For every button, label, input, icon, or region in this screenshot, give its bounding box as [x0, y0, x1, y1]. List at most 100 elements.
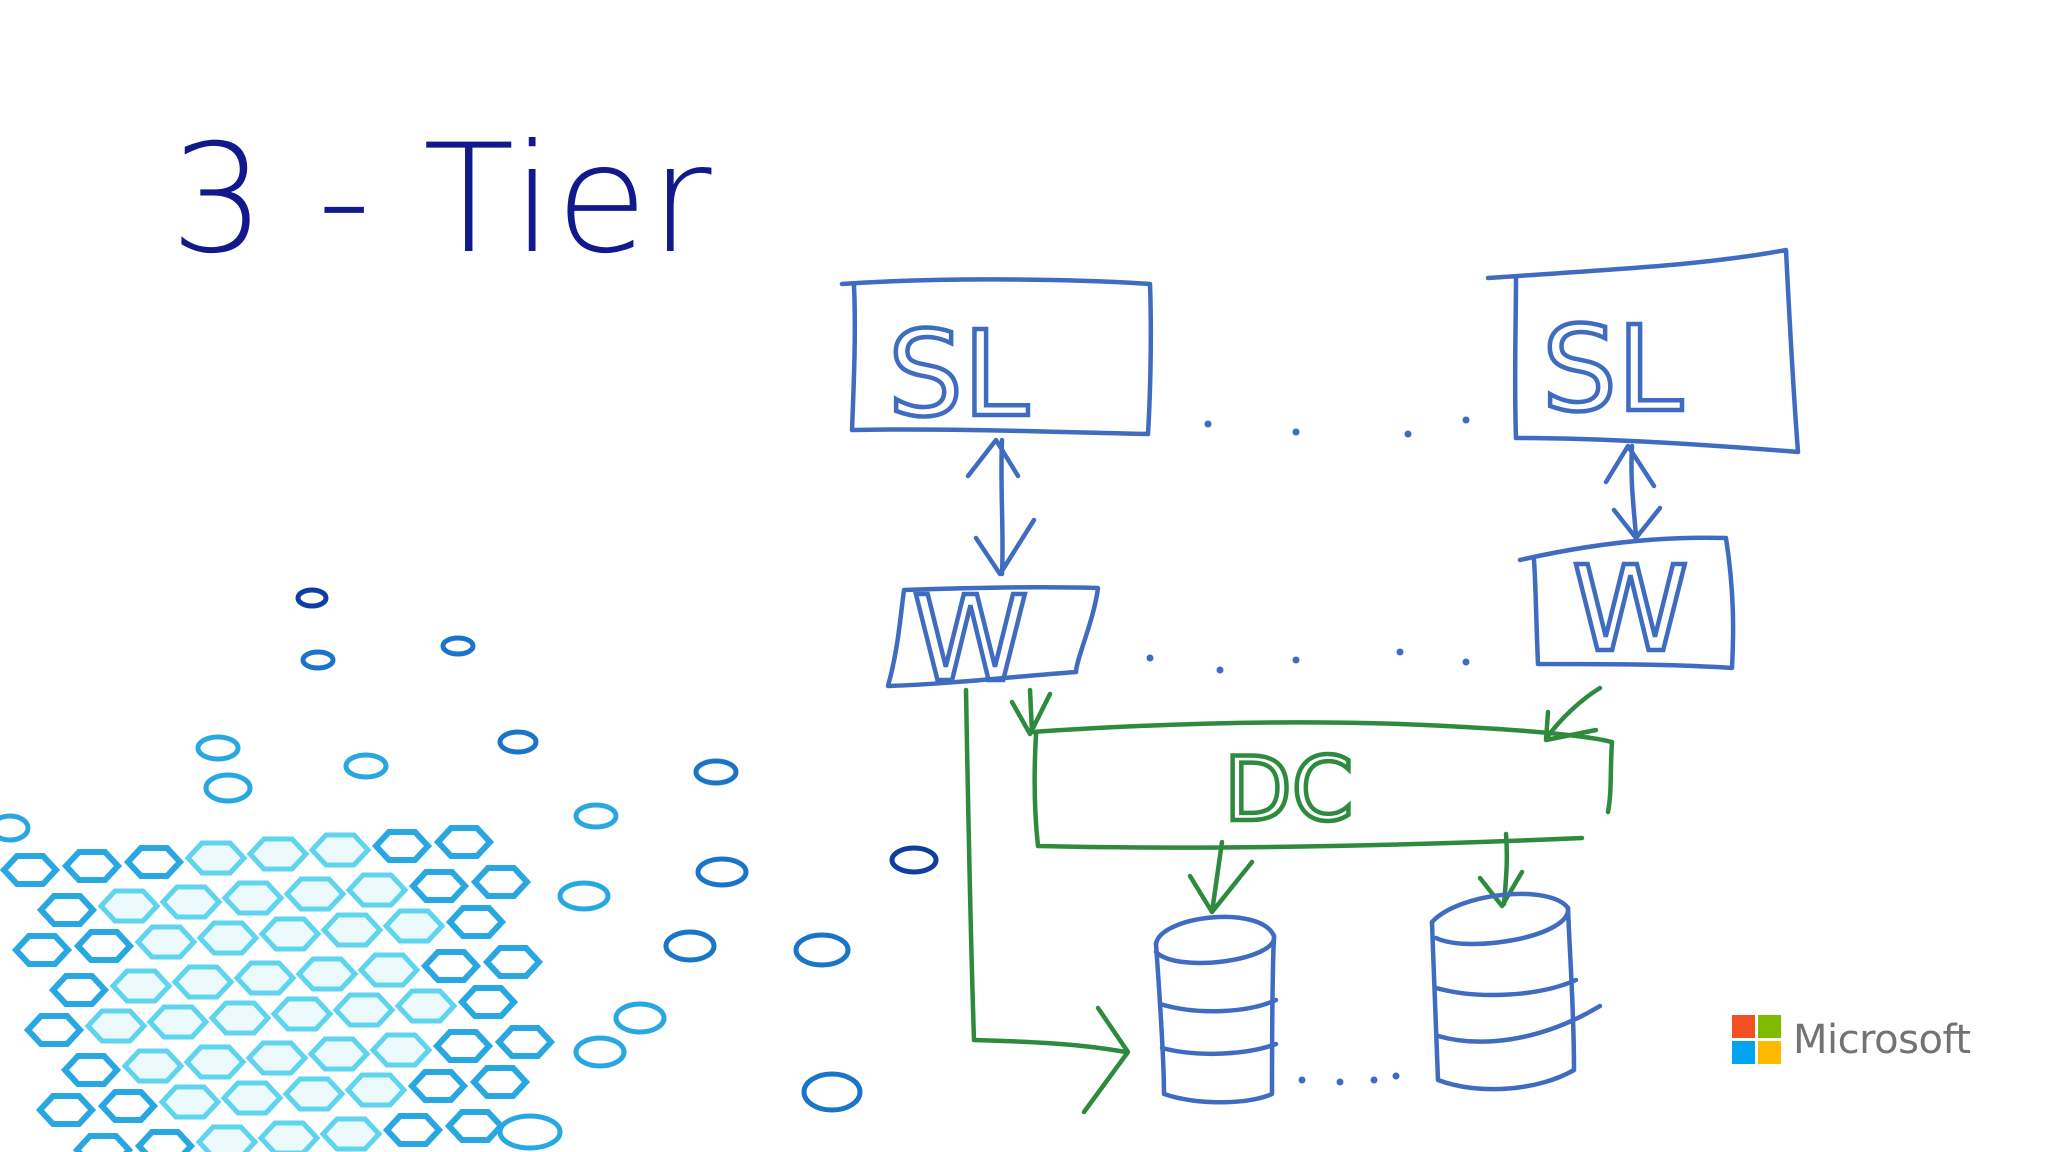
hexagon-shape	[371, 829, 433, 863]
hexagon-shape	[61, 849, 123, 883]
hexagon-shape	[369, 1032, 433, 1068]
hexagon-shape	[11, 933, 73, 967]
ring-shape	[801, 1071, 863, 1113]
hexagon-shape	[482, 945, 544, 979]
arrow-dc-db-right	[1477, 831, 1525, 909]
arrow-w-dc-right	[1543, 685, 1603, 743]
hexagon-shape	[195, 1124, 259, 1152]
database-left	[1153, 914, 1279, 1105]
hexagon-shape	[109, 968, 173, 1004]
hexagon-shape	[320, 912, 384, 948]
dotted-link-db	[1298, 1072, 1400, 1086]
hexagon-shape	[445, 905, 507, 939]
hexagon-shape	[121, 1048, 185, 1084]
hexagon-shape	[494, 1025, 556, 1059]
w-left-box	[885, 584, 1101, 689]
hexagon-shape	[257, 1120, 321, 1152]
dc-box	[1029, 720, 1615, 850]
ring-shape	[440, 635, 476, 657]
hexagon-shape	[270, 996, 334, 1032]
w-right-box	[1517, 535, 1736, 671]
hexagon-shape	[123, 845, 185, 879]
hexagon-shape	[308, 832, 372, 868]
arrow-sl-w-left	[965, 437, 1037, 577]
brand-name: Microsoft	[1793, 1016, 1971, 1063]
sl-left-box	[839, 277, 1154, 437]
ring-shape	[343, 752, 389, 780]
ring-shape	[195, 734, 241, 762]
hexagon-shape	[221, 880, 285, 916]
hexagon-shape	[36, 893, 98, 927]
hexagon-shape	[357, 952, 421, 988]
ring-shape	[497, 1113, 563, 1151]
hexagon-shape	[246, 836, 310, 872]
hexagon-shape	[48, 973, 110, 1007]
ring-shape	[695, 856, 749, 888]
slide-title: 3 - Tier	[170, 113, 714, 287]
dotted-link-sl	[1204, 416, 1470, 438]
hexagon-shape	[408, 869, 470, 903]
hexagon-shape	[382, 908, 446, 944]
hexagon-shape	[345, 872, 409, 908]
hexagon-shape	[158, 1084, 222, 1120]
hexagon-shape	[72, 1133, 134, 1152]
hexagon-shape	[344, 1072, 408, 1108]
microsoft-brand: Microsoft	[1732, 1015, 1971, 1064]
ring-shape	[889, 845, 939, 875]
ring-shape	[573, 802, 619, 830]
w-right-label: W	[1572, 540, 1689, 678]
arrow-sl-w-right	[1603, 443, 1663, 541]
ring-shape	[793, 932, 851, 968]
ring-shape	[295, 587, 329, 609]
ring-shape	[497, 729, 539, 755]
hexagon-shape	[171, 964, 235, 1000]
hexagon-shape	[319, 1116, 383, 1152]
sl-right-label: SL	[1542, 300, 1683, 438]
hexagon-shape	[394, 988, 458, 1024]
hexagon-shape	[282, 1076, 346, 1112]
ring-shape	[663, 929, 717, 963]
logo-square-green	[1758, 1015, 1781, 1038]
hexagon-shape	[332, 992, 396, 1028]
ring-shape	[203, 772, 253, 804]
hexagon-shape	[470, 865, 532, 899]
ring-shape	[0, 813, 31, 843]
hexagon-shape	[134, 1129, 196, 1152]
hexagon-shape	[0, 853, 61, 887]
hexagon-shape	[73, 929, 135, 963]
hexagon-shape	[433, 825, 495, 859]
hexagon-shape	[134, 924, 198, 960]
hexagon-shape	[295, 956, 359, 992]
hexagon-shape	[35, 1093, 97, 1127]
sl-left-label: SL	[888, 305, 1029, 443]
hexagon-shape	[146, 1004, 210, 1040]
hexagon-shape	[183, 1044, 247, 1080]
hexagon-shape	[60, 1053, 122, 1087]
hexagon-shape	[97, 1089, 159, 1123]
microsoft-logo-icon	[1732, 1015, 1781, 1064]
logo-square-blue	[1732, 1041, 1755, 1064]
hexagon-shape	[283, 876, 347, 912]
ring-shape	[300, 649, 336, 671]
hexagon-shape	[84, 1008, 148, 1044]
logo-square-red	[1732, 1015, 1755, 1038]
hexagon-shape	[258, 916, 322, 952]
w-left-label: W	[912, 570, 1029, 708]
hexagon-shape	[23, 1013, 85, 1047]
database-right	[1429, 891, 1603, 1092]
hexagon-shape	[444, 1109, 506, 1143]
hexagon-shape	[407, 1069, 469, 1103]
hexagon-shape	[245, 1040, 309, 1076]
sl-right-box	[1485, 247, 1801, 455]
hexagon-shape	[432, 1029, 494, 1063]
logo-square-yellow	[1758, 1041, 1781, 1064]
hexagon-shape	[307, 1036, 371, 1072]
hexagon-shape	[457, 985, 519, 1019]
arrow-w-db	[963, 687, 1131, 1115]
ring-shape	[693, 758, 739, 786]
hexagon-shape	[220, 1080, 284, 1116]
hexagon-shape	[196, 920, 260, 956]
